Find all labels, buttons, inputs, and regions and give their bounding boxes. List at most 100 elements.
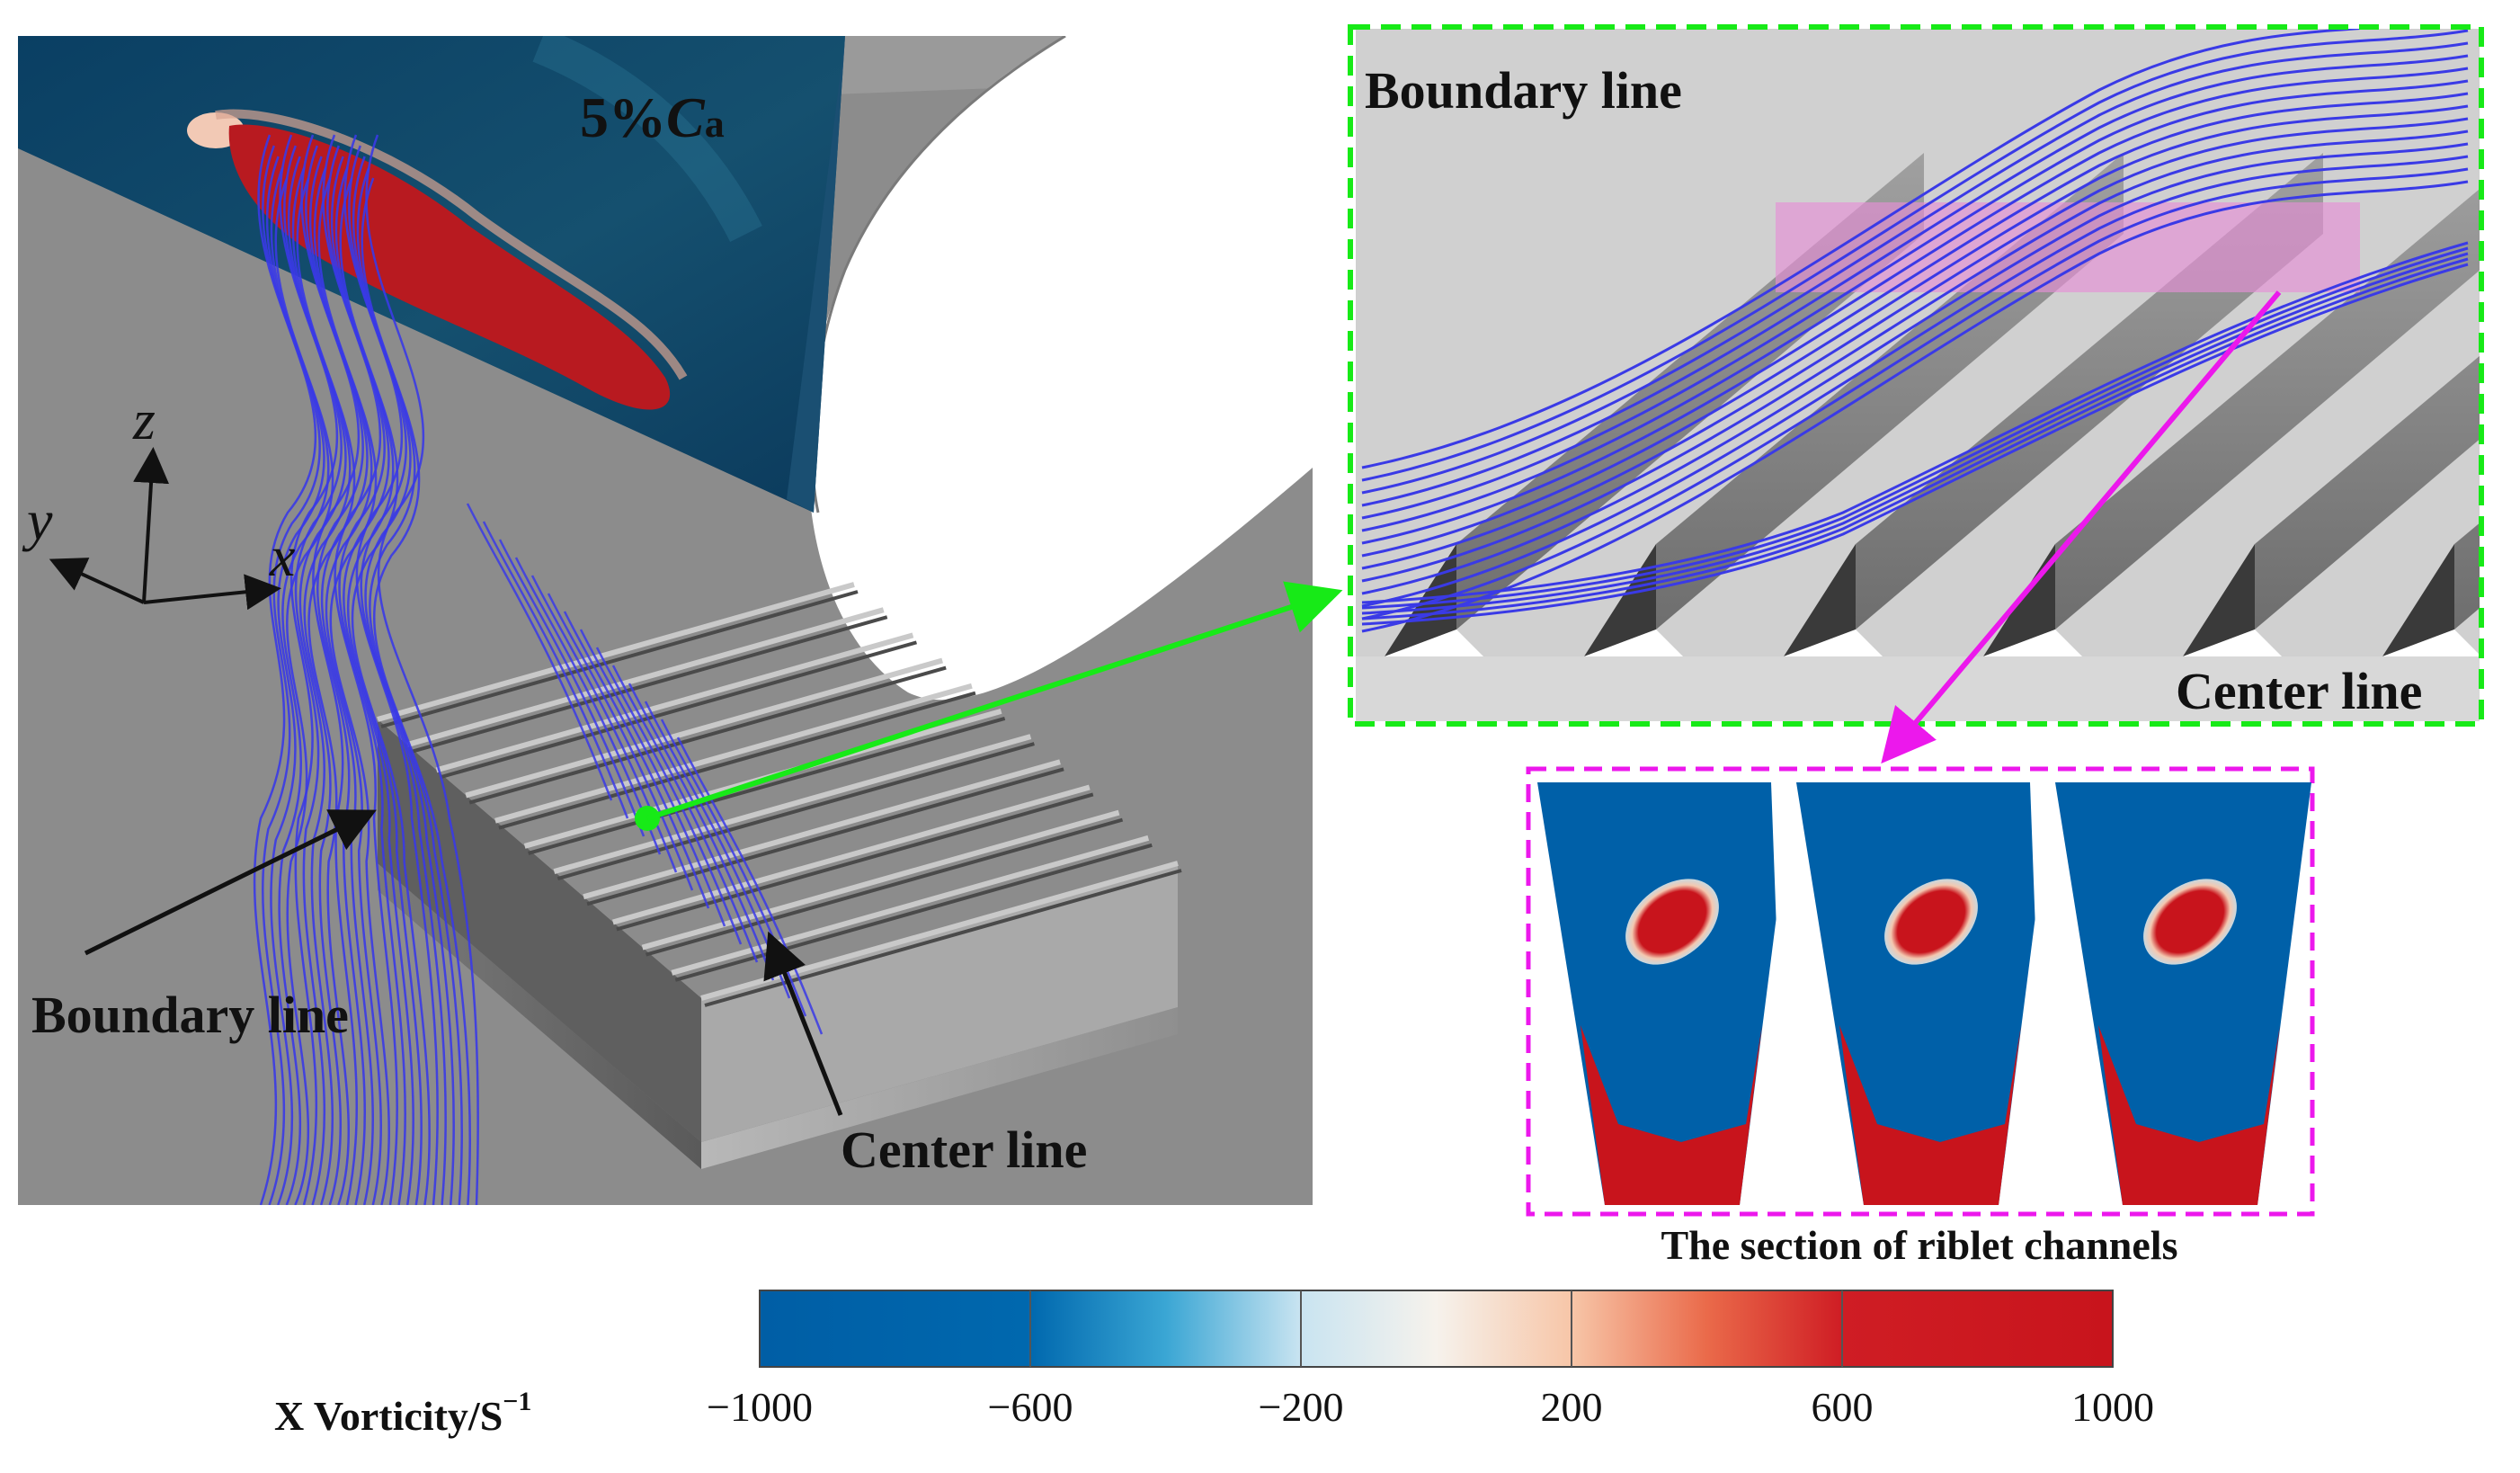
colorbar-tick-label: 200 [1541,1384,1603,1430]
riblet-wall-gap [2030,782,2057,1151]
blade-cutout [807,36,1313,701]
zoom-streamline [1361,263,2469,626]
riblet-ridge-shadow [616,792,1094,932]
riblet-ridge-shadow [586,767,1064,906]
riblet-wall [2055,189,2480,629]
zoom-streamline [1361,252,2469,615]
riblet-gap [2382,629,2480,656]
zoom-streamline [1361,117,2469,570]
riblet-block-left-face [378,863,701,1169]
streamline [317,177,390,1205]
streamline [595,647,743,945]
riblet-ridge-shadow [380,590,859,728]
y-axis-arrow [49,558,145,604]
riblet-tip [1385,544,1456,656]
section-label: 5%Ca [580,85,725,149]
wall-vorticity-region [1581,1025,1762,1205]
riblet-ridge-highlight [612,784,1091,925]
colorbar-tick-label: −1000 [707,1384,813,1430]
section-caption: The section of riblet channels [1661,1222,2178,1268]
colorbar-tick-label: 600 [1812,1384,1874,1430]
riblet-ridge-highlight [553,734,1032,874]
zoom-view: Boundary line Center line [1348,24,2484,727]
riblet-block-side-face [701,863,1178,1142]
streamline [611,665,759,963]
channel-vortex-core [1625,879,1719,965]
zoom-boundary-line-label: Boundary line [1365,61,1682,120]
riblet-ridge-shadow [557,742,1035,881]
streamline [514,557,662,855]
streamline [498,539,646,837]
riblet-block-right-face [701,1007,1178,1169]
riblet-ridge-shadow [646,817,1124,957]
riblet-wall [2255,355,2480,629]
riblet-gap [1983,629,2082,656]
riblet-channel-sections [1537,782,2311,1205]
riblet-ridge-highlight [435,632,914,773]
boundary-line-pointer [84,809,377,956]
zoom-streamline [1361,167,2469,620]
streamline [365,134,479,1205]
riblet-ridge-highlight [494,683,973,824]
riblet-wall [2454,522,2480,629]
zoom-streamline [1361,155,2469,608]
riblet-gap [1784,629,1883,656]
colorbar-tick-label: −600 [988,1384,1073,1430]
riblet-ridge-shadow [439,640,917,780]
colorbar-tick-label: 1000 [2071,1384,2154,1430]
wall-vorticity-region [1839,1025,2021,1205]
zoom-streamline [1361,142,2469,595]
riblet-block [377,582,1182,1169]
contour-plane-edge [787,36,845,513]
contour-light-band [532,36,762,242]
section-view: The section of riblet channels [1526,766,2315,1268]
riblet-tip [1584,544,1656,656]
riblet-ridge-shadow [410,615,888,754]
zoom-link-arrow [646,581,1343,821]
zoom-streamline [1361,54,2469,507]
colorbar-gradient [759,1290,2114,1368]
zoom-streamline [1361,29,2374,469]
colorbar: −1000 −600 −200 200 600 1000 X Vorticity/S−1 [274,1290,2154,1439]
main-boundary-line-label: Boundary line [31,986,349,1044]
colorbar-title: X Vorticity/S−1 [274,1387,531,1439]
riblet-ridge-highlight [583,759,1061,900]
zoom-streamline [1361,67,2469,520]
riblet-ridge-shadow [528,716,1006,855]
colorbar-tick-label: −200 [1259,1384,1344,1430]
riblet-ridge-highlight [465,657,943,799]
x-axis-label: x [269,524,295,588]
riblet-gap [1385,629,1483,656]
main-streamlines [253,134,824,1205]
streamline [547,593,694,891]
zoom-streamlines [1361,29,2469,633]
streamline [579,629,726,927]
zoom-center-line-label: Center line [2176,662,2422,720]
coordinate-axes: z y x [22,388,295,611]
zoom-streamline [1361,41,2469,495]
zoom-streamline [1361,104,2469,558]
z-axis-label: z [132,388,156,451]
streamline [482,521,629,819]
channel-vortex-core [1884,879,1978,965]
streamline [628,683,775,981]
riblet-block-front-face [378,719,701,1142]
riblet-ridge-highlight [405,607,885,748]
zoom-streamline [1361,180,2469,633]
main-center-line-label: Center line [841,1120,1087,1179]
riblet-wall-gap [1771,782,1798,1151]
channel-vortex-core [2143,879,2237,965]
zoom-streamline [1361,129,2469,583]
zoom-streamline [1361,246,2469,610]
x-axis-arrow [143,574,281,611]
section-link-arrow [1881,290,2282,764]
main-view: 5%Ca z y x Boundary line Center line [18,36,1313,1205]
colorbar-ticks: −1000 −600 −200 200 600 1000 [707,1290,2154,1430]
y-axis-label: y [22,488,53,552]
riblet-ridge-highlight [641,809,1120,951]
streamline [466,503,613,801]
zoom-streamline [1361,79,2469,532]
streamline [361,177,471,1205]
vorticity-core-rim [215,109,688,380]
